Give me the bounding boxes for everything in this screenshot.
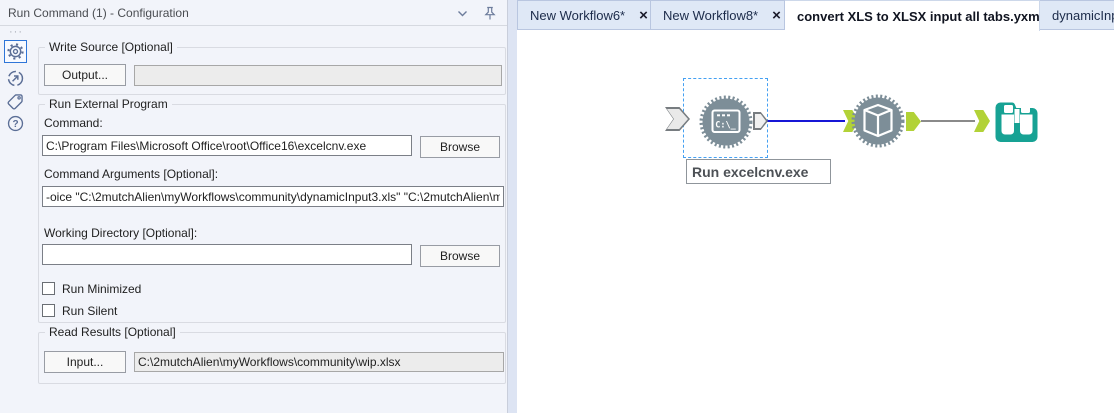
write-source-field[interactable] [134,65,502,86]
run-external-program-group: Run External Program [38,97,506,323]
strip-dots: ··· [9,26,23,38]
navigation-tab[interactable] [4,67,27,90]
svg-text:?: ? [12,119,18,130]
browse-tool[interactable] [991,93,1043,151]
tab-label: dynamicInput [1052,7,1114,23]
tab-new-workflow6[interactable]: New Workflow6* × [517,0,651,30]
run-command-tool[interactable]: C:\_ [699,95,753,154]
run-minimized-label: Run Minimized [62,282,142,296]
command-arguments-input[interactable] [42,186,504,207]
write-source-legend: Write Source [Optional] [45,40,177,54]
read-results-field[interactable] [134,352,504,372]
working-directory-label: Working Directory [Optional]: [44,226,198,240]
read-results-legend: Read Results [Optional] [45,325,180,339]
browse-working-directory-button[interactable]: Browse [420,245,500,267]
panel-splitter[interactable] [508,0,517,413]
tab-convert-xls-to-xlsx[interactable]: convert XLS to XLSX input all tabs.yxmd … [785,0,1070,31]
working-directory-input[interactable] [42,244,412,265]
workflow-canvas[interactable]: C:\_ [517,31,1114,413]
run-command-icon-text: C:\_ [715,121,736,131]
chevron-down-icon[interactable] [456,7,469,20]
binoculars-icon [1001,105,1033,135]
tab-label: New Workflow6* [530,7,626,23]
help-tab[interactable]: ? [4,112,27,135]
read-results-group: Read Results [Optional] [38,325,506,384]
browse-command-button[interactable]: Browse [420,136,500,158]
config-tab-strip: ··· [0,26,31,413]
run-external-program-legend: Run External Program [45,97,172,111]
tag-icon [7,94,23,110]
annotation-tab[interactable] [4,90,27,113]
configuration-header: Run Command (1) - Configuration [0,0,507,26]
macro-book-tool[interactable] [851,94,905,153]
tab-label: convert XLS to XLSX input all tabs.yxmd [797,8,1048,24]
configuration-title: Run Command (1) - Configuration [8,5,189,20]
command-input[interactable] [42,135,412,156]
workflow-tab-bar: New Workflow6* × New Workflow8* × conver… [517,0,1114,31]
workflow-area: New Workflow6* × New Workflow8* × conver… [517,0,1114,413]
input-button[interactable]: Input... [44,351,126,373]
run-minimized-checkbox[interactable] [42,282,55,295]
close-icon[interactable]: × [772,6,781,24]
close-icon[interactable]: × [639,6,648,24]
run-silent-label: Run Silent [62,304,118,318]
tab-label: New Workflow8* [663,7,759,23]
tab-dynamicinput[interactable]: dynamicInput [1040,0,1114,30]
configuration-panel: Run Command (1) - Configuration ··· [0,0,508,413]
connection-runcmd-to-macro[interactable] [766,120,845,122]
write-source-group: Write Source [Optional] [38,40,506,95]
browse-input-anchor[interactable] [974,110,990,132]
gear-icon [7,43,24,60]
command-label: Command: [44,116,103,130]
output-button[interactable]: Output... [44,64,126,86]
tab-new-workflow8[interactable]: New Workflow8* × [651,0,785,30]
book-icon [863,103,893,138]
help-icon: ? [7,115,24,132]
run-command-output-anchor[interactable] [753,112,768,130]
run-circle-icon [7,70,24,87]
run-silent-checkbox[interactable] [42,304,55,317]
connection-macro-to-browse[interactable] [921,120,975,122]
command-arguments-label: Command Arguments [Optional]: [44,167,219,181]
tool-annotation[interactable]: Run excelcnv.exe [686,159,831,184]
macro-output-anchor[interactable] [906,112,921,131]
pin-icon[interactable] [483,6,497,21]
configuration-tab-gear[interactable] [4,40,27,63]
